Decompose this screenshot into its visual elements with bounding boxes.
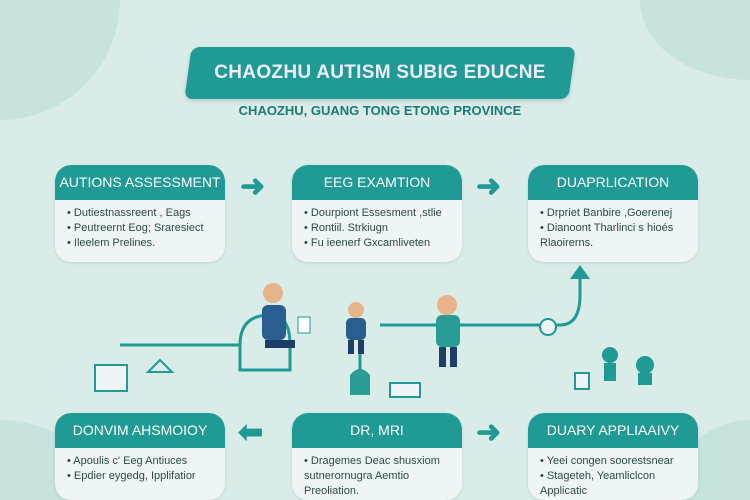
card-item: • Drpriet Banbire ,Goerenej <box>540 207 673 219</box>
plant-icon <box>145 358 175 373</box>
card-item: • Epdier eygedg, Ipplifatior <box>67 470 196 482</box>
card-item: • Apoulis c' Eeg Antiuces <box>67 455 188 467</box>
background-blob <box>0 0 120 120</box>
card-item: • Rontiil. Strkiugn <box>304 222 388 234</box>
page-subtitle: CHAOZHU, GUANG TONG ETONG PROVINCE <box>238 103 522 118</box>
card-item: Applicatic <box>540 485 588 497</box>
card-item: • Dragemes Deac shusxiom <box>304 455 440 467</box>
card-autions-assessment: AUTIONS ASSESSMENT • Dutiestnassreent , … <box>55 165 225 262</box>
card-item: • Stageteh, Yeamliclcon <box>540 470 656 482</box>
card-title: AUTIONS ASSESSMENT <box>55 165 225 200</box>
card-eeg-examtion: EEG EXAMTION • Dourpiont Essesment ,stli… <box>292 165 462 262</box>
card-title: DUARY APPLIAAIVY <box>528 413 698 448</box>
card-item: • Yeei congen soorestsnear <box>540 455 674 467</box>
card-item: • Fu ieenerf Gxcamliveten <box>304 237 431 249</box>
clinic-illustration <box>94 265 654 398</box>
card-donvim-ahsmoioy: DONVIM AHSMOIOY • Apoulis c' Eeg Antiuce… <box>55 413 225 500</box>
card-item: • Ileelem Prelines. <box>67 237 156 249</box>
arrow-left-icon: ⬅ <box>238 416 264 449</box>
mri-machine-icon <box>350 369 370 395</box>
card-title: DUAPRLICATION <box>528 165 698 200</box>
page-title: CHAOZHU AUTISM SUBIG EDUCNE <box>214 62 546 83</box>
card-item: Rlaoirerns. <box>540 237 594 249</box>
card-item: • Peutreernt Eog; Sraresiect <box>67 222 204 234</box>
patient-figure <box>436 295 460 367</box>
card-item: sutnerornugra Aemtio <box>304 470 410 482</box>
arrow-right-icon: ➜ <box>240 170 266 203</box>
equipment-icon <box>389 382 421 398</box>
card-title: DR, MRI <box>292 413 462 448</box>
card-title: EEG EXAMTION <box>292 165 462 200</box>
robot-icons <box>574 347 654 390</box>
document-icon <box>94 364 128 392</box>
card-duary-appliaaivy: DUARY APPLIAAIVY • Yeei congen soorestsn… <box>528 413 698 500</box>
arrow-right-icon: ➜ <box>476 416 502 449</box>
child-figure <box>346 302 366 354</box>
card-title: DONVIM AHSMOIOY <box>55 413 225 448</box>
card-item: • Dutiestnassreent , Eags <box>67 207 191 219</box>
card-item: • Dianoont Tharlinci s hioés <box>540 222 674 234</box>
arrow-right-icon: ➜ <box>476 170 502 203</box>
background-blob <box>640 0 750 80</box>
gauge-icon <box>539 318 557 336</box>
card-dr-mri: DR, MRI • Dragemes Deac shusxiom sutneror… <box>292 413 462 500</box>
doctor-figure <box>238 283 311 372</box>
card-duaprlication: DUAPRLICATION • Drpriet Banbire ,Goerene… <box>528 165 698 262</box>
arrow-up-icon <box>570 265 590 279</box>
card-item: Preoliation. <box>304 485 360 497</box>
card-item: • Dourpiont Essesment ,stlie <box>304 207 442 219</box>
